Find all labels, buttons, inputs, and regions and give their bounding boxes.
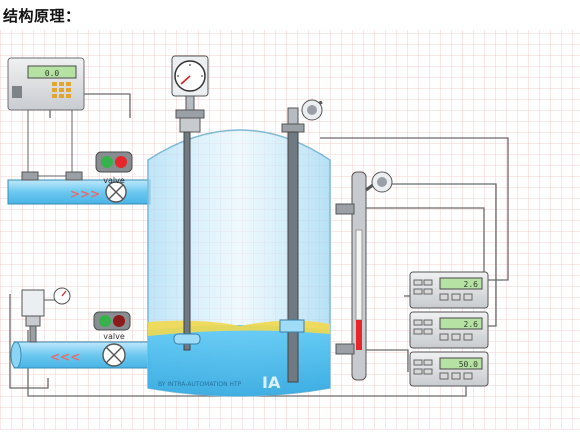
signal-light-top: valve bbox=[95, 151, 133, 185]
watermark-logo: IA bbox=[262, 373, 281, 392]
display-readout-3: 50.0 bbox=[459, 360, 478, 369]
valve-label-top: valve bbox=[103, 176, 125, 185]
signal-light-bottom: valve bbox=[93, 311, 131, 341]
display-unit-1: 2.6 bbox=[409, 271, 489, 309]
display-readout-2: 2.6 bbox=[464, 320, 479, 329]
storage-tank: BY INTRA-AUTOMATION HTP IA bbox=[147, 129, 331, 397]
valve-label-bottom: valve bbox=[103, 332, 125, 341]
flow-arrow-icon: <<< bbox=[50, 350, 80, 364]
flow-arrow-icon: >>> bbox=[70, 187, 100, 201]
page-title: 结构原理： bbox=[3, 7, 81, 25]
controller-readout: 0.0 bbox=[45, 69, 60, 78]
display-unit-3: 50.0 bbox=[409, 351, 489, 387]
outlet-transmitter bbox=[21, 287, 71, 343]
signal-light-icon bbox=[101, 156, 113, 168]
outlet-pipe: <<< bbox=[10, 341, 151, 369]
watermark-text: BY INTRA-AUTOMATION HTP bbox=[158, 381, 242, 388]
signal-light-icon bbox=[99, 315, 111, 327]
pressure-gauge bbox=[171, 55, 209, 351]
level-transmitter bbox=[279, 99, 323, 383]
float-switch-icon bbox=[173, 333, 201, 345]
flow-controller: 0.0 bbox=[7, 57, 85, 177]
display-readout-1: 2.6 bbox=[464, 280, 479, 289]
outlet-valve[interactable] bbox=[102, 343, 126, 367]
magnetic-level-gauge bbox=[335, 171, 393, 381]
display-unit-2: 2.6 bbox=[409, 311, 489, 349]
inlet-valve[interactable] bbox=[105, 181, 127, 203]
